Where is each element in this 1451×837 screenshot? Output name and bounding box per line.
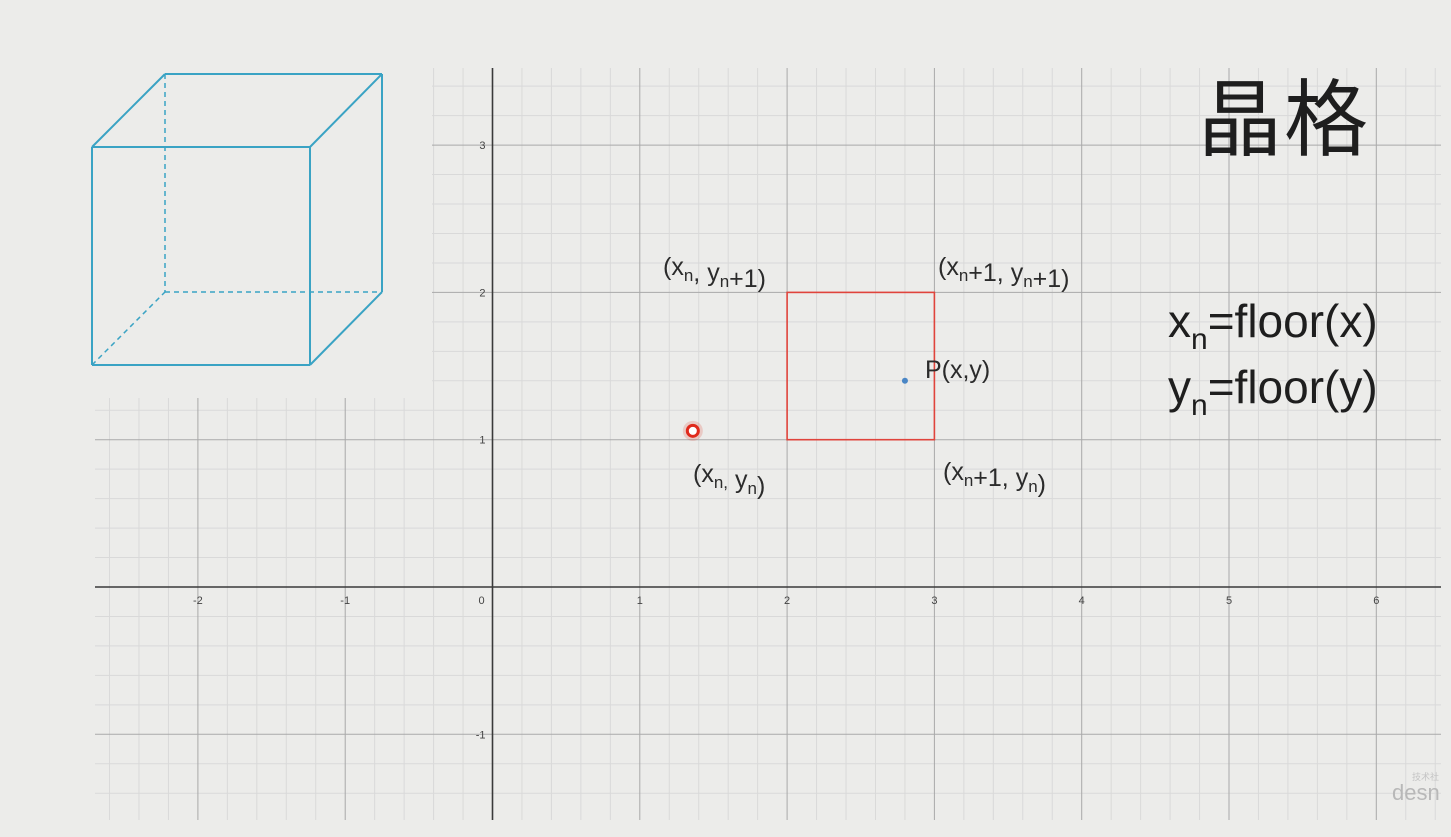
y-tick-label: 2 (479, 287, 485, 299)
x-tick-label: 6 (1373, 595, 1379, 607)
y-tick-label: -1 (476, 729, 486, 741)
point-p-label: P(x,y) (925, 356, 990, 384)
formula-xn: xn=floor(x) (1168, 295, 1378, 356)
cube-wireframe (72, 62, 397, 380)
y-tick-label: 3 (479, 140, 485, 152)
x-tick-label: 5 (1226, 595, 1232, 607)
x-tick-label: 1 (637, 595, 643, 607)
lattice-cell (786, 291, 936, 441)
x-tick-label: -1 (340, 595, 350, 607)
x-tick-label: 2 (784, 595, 790, 607)
x-tick-label: -2 (193, 595, 203, 607)
page-title: 晶格 (1198, 71, 1371, 169)
x-tick-label: 0 (478, 595, 484, 607)
formula-yn: yn=floor(y) (1168, 361, 1378, 422)
point-p (901, 377, 908, 384)
corner-label-top-right: (xn+1, yn+1) (938, 253, 1070, 293)
x-tick-label: 3 (931, 595, 937, 607)
corner-label-bottom-left: (xn, yn) (693, 460, 765, 500)
red-point (685, 423, 700, 438)
y-tick-label: 1 (479, 435, 485, 447)
x-tick-label: 4 (1079, 595, 1085, 607)
corner-label-top-left: (xn, yn+1) (663, 253, 766, 293)
corner-label-bottom-right: (xn+1, yn) (943, 458, 1046, 498)
